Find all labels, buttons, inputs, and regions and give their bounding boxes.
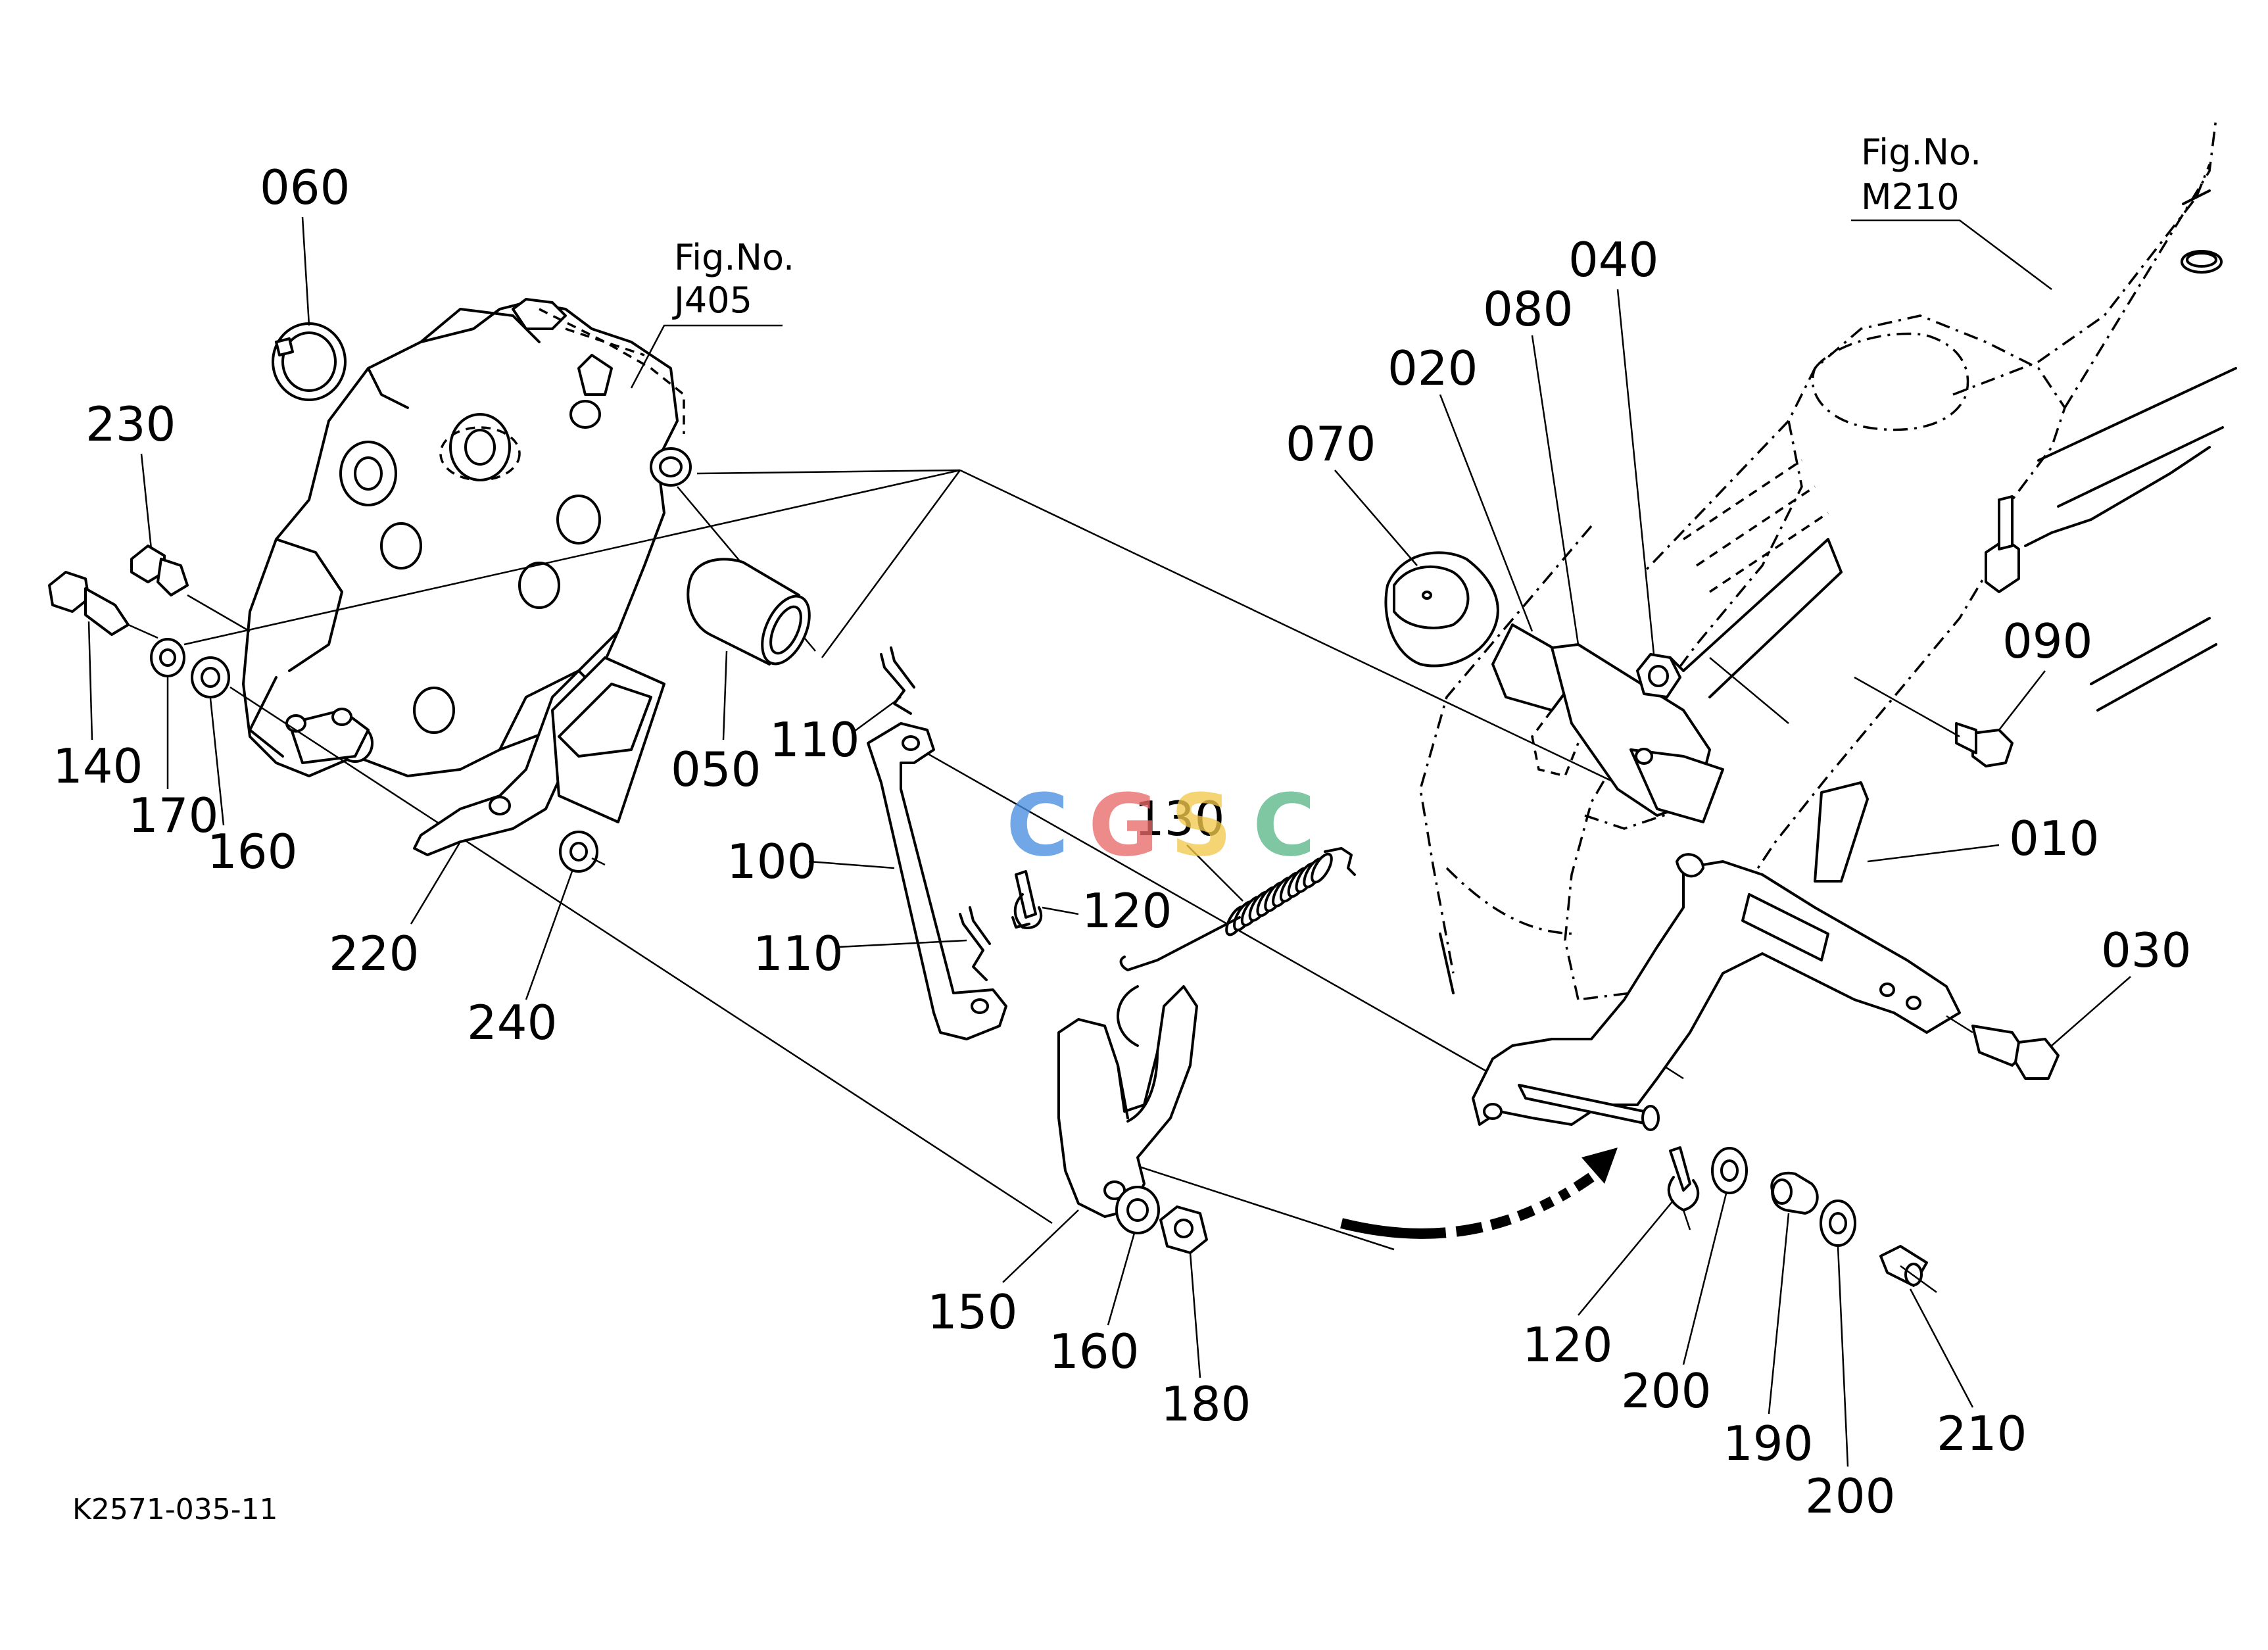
part-090-bolt: 090 bbox=[1854, 614, 2092, 767]
part-230-bolt: 230 bbox=[85, 397, 251, 633]
label-060: 060 bbox=[260, 160, 350, 215]
label-110b: 110 bbox=[753, 926, 843, 981]
fig-ref-number-2: M210 bbox=[1861, 176, 1960, 218]
part-110-clip-upper: 110 bbox=[769, 646, 915, 767]
watermark-letter: C bbox=[1006, 775, 1069, 875]
part-060-snap-ring: 060 bbox=[260, 160, 350, 401]
fender-outline bbox=[1419, 118, 2237, 1001]
label-160b: 160 bbox=[1049, 1324, 1139, 1379]
label-110a: 110 bbox=[769, 712, 859, 767]
direction-arrow bbox=[1340, 1148, 1618, 1239]
label-090: 090 bbox=[2002, 614, 2092, 669]
label-240: 240 bbox=[467, 995, 557, 1050]
spring-coil bbox=[1311, 852, 1333, 884]
part-160-washer-mid: 160 bbox=[1049, 1186, 1160, 1379]
label-130: 130 bbox=[1134, 791, 1224, 846]
watermark-letter: S bbox=[1170, 775, 1232, 875]
label-050: 050 bbox=[671, 742, 761, 797]
fig-ref-j405: Fig.No. J405 bbox=[630, 237, 794, 389]
drawing-code: K2571-035-11 bbox=[72, 1493, 278, 1526]
part-210-pin: 210 bbox=[1879, 1245, 2027, 1461]
part-040-washer: 040 bbox=[1568, 232, 1681, 698]
part-180-nut: 180 bbox=[1159, 1205, 1251, 1432]
label-200a: 200 bbox=[1621, 1363, 1711, 1419]
part-200-washer-a: 200 bbox=[1621, 1147, 1748, 1419]
axis-lines bbox=[183, 469, 1789, 1251]
part-050-bushing: 050 bbox=[671, 558, 811, 797]
label-220: 220 bbox=[329, 926, 419, 981]
watermark-letter: C bbox=[1253, 775, 1315, 875]
part-030-bolt: 030 bbox=[1946, 923, 2191, 1080]
label-190: 190 bbox=[1723, 1416, 1813, 1471]
fig-ref-prefix-2: Fig.No. bbox=[1861, 132, 1981, 173]
label-080: 080 bbox=[1483, 281, 1573, 337]
part-120-cotter-pin-upper: 120 bbox=[1011, 870, 1172, 938]
part-150-lever: 150 bbox=[927, 985, 1198, 1340]
part-100-rod: 100 bbox=[727, 722, 1007, 1040]
label-120a: 120 bbox=[1082, 883, 1172, 938]
part-010-pedal-arm: 010 bbox=[1472, 781, 2099, 1131]
label-100: 100 bbox=[727, 834, 817, 889]
part-190-collar: 190 bbox=[1723, 1171, 1819, 1471]
watermark-letter: G bbox=[1088, 775, 1159, 875]
part-130-spring: 130 bbox=[1119, 791, 1356, 971]
label-140: 140 bbox=[53, 739, 143, 794]
label-180: 180 bbox=[1161, 1376, 1251, 1432]
pump-housing bbox=[242, 298, 692, 777]
part-200-washer-b: 200 bbox=[1805, 1200, 1895, 1524]
label-170: 170 bbox=[128, 788, 218, 843]
label-150: 150 bbox=[927, 1284, 1017, 1340]
part-140-bolt: 140 bbox=[48, 571, 158, 794]
label-040: 040 bbox=[1568, 232, 1658, 287]
part-020-sleeve: 020 bbox=[1387, 341, 1724, 823]
part-220-bracket: 220 bbox=[329, 656, 665, 981]
label-030: 030 bbox=[2101, 923, 2191, 978]
label-200b: 200 bbox=[1805, 1468, 1895, 1524]
label-230: 230 bbox=[85, 397, 176, 452]
fig-ref-number: J405 bbox=[672, 279, 752, 321]
label-070: 070 bbox=[1286, 416, 1376, 472]
fig-ref-prefix: Fig.No. bbox=[674, 237, 794, 278]
label-010: 010 bbox=[2009, 811, 2099, 866]
label-210: 210 bbox=[1937, 1406, 2027, 1461]
part-160-washer-left: 160 bbox=[191, 656, 297, 879]
part-110-clip-lower: 110 bbox=[753, 906, 991, 981]
label-120b: 120 bbox=[1522, 1317, 1612, 1372]
part-170-nut: 170 bbox=[128, 638, 218, 843]
label-160a: 160 bbox=[207, 824, 297, 879]
fig-ref-m210: Fig.No. M210 bbox=[1851, 132, 2052, 290]
part-070-knob: 070 bbox=[1286, 416, 1499, 667]
label-020: 020 bbox=[1387, 341, 1478, 396]
part-240-nut: 240 bbox=[467, 831, 606, 1050]
part-120-cotter-pin-right: 120 bbox=[1522, 1146, 1700, 1372]
part-080-plate: 080 bbox=[1483, 281, 1580, 645]
